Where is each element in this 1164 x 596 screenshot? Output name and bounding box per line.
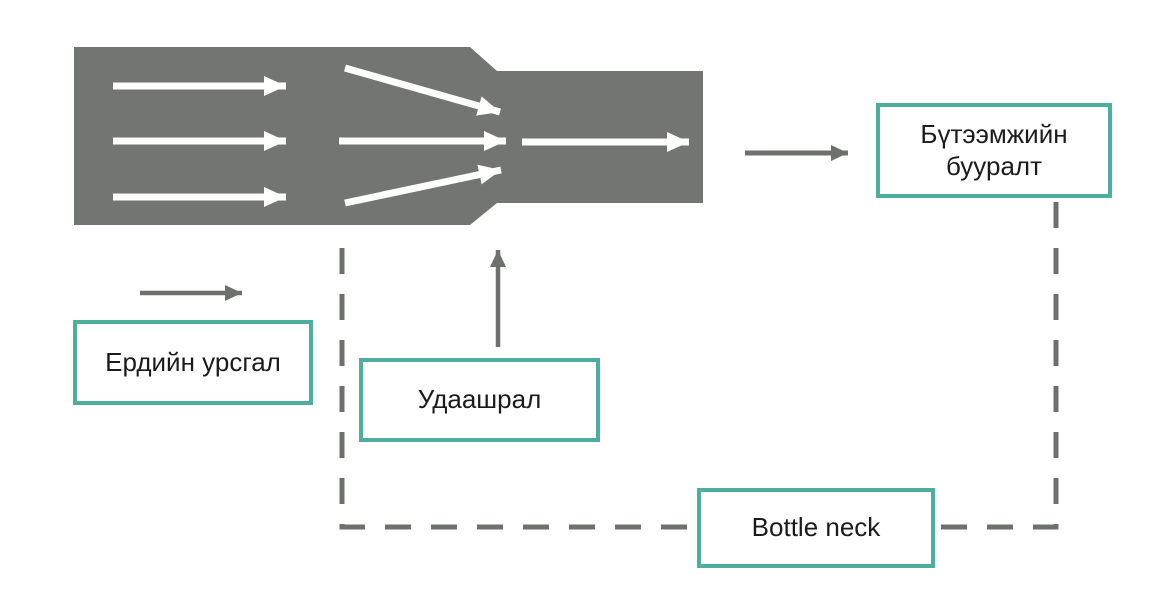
converging-arrow-top (344, 64, 501, 116)
label-box-bottleneck: Bottle neck (697, 488, 935, 568)
slowdown-label: Удаашрал (417, 384, 542, 415)
productivity-drop-label-line1: Бүтээмжийн (920, 118, 1068, 149)
label-box-normal-flow: Ердийн урсгал (73, 320, 313, 405)
label-box-slowdown: Удаашрал (359, 358, 600, 442)
productivity-drop-label-line2: бууралт (945, 150, 1043, 181)
label-box-productivity-drop: Бүтээмжийн бууралт (876, 103, 1112, 198)
pipe-shape (74, 47, 703, 225)
normal-flow-label: Ердийн урсгал (105, 346, 281, 377)
dashed-connector-right (937, 202, 1059, 530)
bottleneck-label: Bottle neck (751, 512, 881, 543)
dashed-connector-left (339, 248, 695, 530)
converging-arrow-bottom (344, 164, 502, 207)
